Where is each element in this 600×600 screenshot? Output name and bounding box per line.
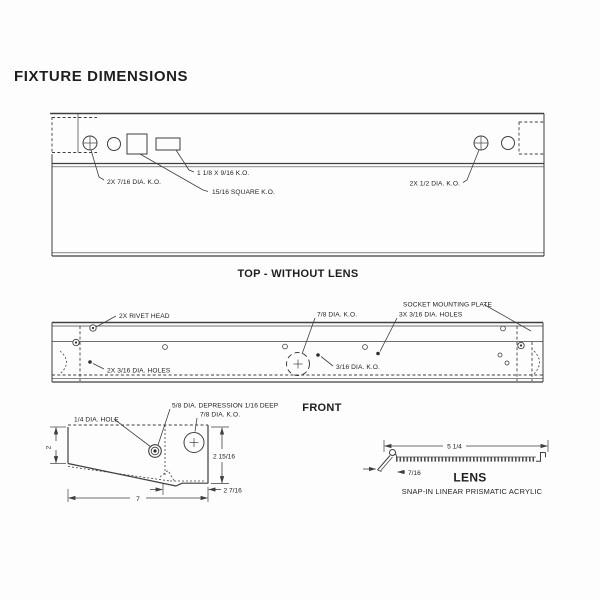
- leader-line: [157, 408, 171, 446]
- dim-lens-width: 5 1/4: [383, 440, 549, 452]
- front-view: 2X RIVET HEAD 7/8 DIA. K.O. 3X 3/16 DIA.…: [51, 302, 544, 414]
- hole-icon: [504, 360, 510, 366]
- dim-height-back: 2 15/16: [211, 426, 235, 484]
- rivet-icon: [72, 338, 80, 347]
- dim-text: 7/16: [408, 470, 421, 477]
- wireway-arc: [533, 350, 540, 375]
- hole-marker: [316, 353, 320, 357]
- dim-lens-lip: 7/16: [397, 470, 421, 477]
- square-knockout-icon: [126, 133, 148, 155]
- lens-view: 5 1/4 7/16 LENS SNAP-IN LINEAR PRISMATIC…: [363, 440, 549, 496]
- dim-text: 2 15/16: [213, 454, 235, 461]
- label-ko-square: 15/16 SQUARE K.O.: [212, 189, 275, 196]
- leader-line: [462, 149, 480, 183]
- round-hole-icon: [107, 137, 121, 151]
- label-rivet-head: 2X RIVET HEAD: [119, 313, 170, 320]
- knockout-78-icon: [286, 352, 310, 376]
- rect-knockout-icon: [155, 137, 181, 151]
- end-view-outline: [67, 424, 209, 487]
- lens-hook-icon: [536, 452, 546, 462]
- hole-icon: [282, 343, 288, 350]
- dim-height-front: 2: [46, 426, 66, 464]
- label-socket-plate: SOCKET MOUNTING PLATE: [403, 302, 493, 309]
- lens-curl-icon: [389, 449, 396, 456]
- dim-text: 2 7/16: [224, 488, 243, 495]
- hole-icon: [362, 344, 368, 350]
- lens-subcaption: SNAP-IN LINEAR PRISMATIC ACRYLIC: [402, 487, 543, 496]
- hole-icon: [497, 352, 503, 358]
- label-ko-78: 7/8 DIA. K.O.: [317, 312, 357, 319]
- rivet-icon: [89, 324, 97, 332]
- label-holes-2x316: 2X 3/16 DIA. HOLES: [107, 368, 171, 375]
- top-right-end-plate: [518, 121, 544, 155]
- top-left-end-plate: [52, 113, 97, 153]
- leader-line: [320, 356, 334, 367]
- dim-length: 7: [67, 487, 209, 503]
- leader-line: [483, 304, 532, 332]
- label-ko-118x916: 1 1/8 X 9/16 K.O.: [197, 170, 249, 177]
- leader-line: [194, 417, 198, 432]
- top-view-caption: TOP - WITHOUT LENS: [237, 268, 358, 280]
- hole-icon: [162, 344, 168, 350]
- dim-text: 2: [46, 445, 53, 449]
- label-ko-12: 2X 1/2 DIA. K.O.: [410, 181, 460, 188]
- hole-icon: [500, 325, 506, 332]
- leader-line: [301, 317, 316, 355]
- end-view: 2 2 15/16 7 2 7/16 1/4 DIA. HOLE 5/: [46, 403, 279, 503]
- top-view-outline: [50, 112, 545, 257]
- leader-line: [139, 153, 209, 192]
- front-view-caption: FRONT: [302, 402, 341, 414]
- rivet-icon: [517, 341, 525, 350]
- wireway-arc: [59, 350, 67, 375]
- front-view-outline: [51, 321, 544, 383]
- page-title: FIXTURE DIMENSIONS: [14, 68, 188, 85]
- leader-line: [90, 149, 105, 181]
- top-view: 2X 7/16 DIA. K.O. 1 1/8 X 9/16 K.O. 15/1…: [50, 112, 545, 280]
- label-ko-716: 2X 7/16 DIA. K.O.: [107, 179, 161, 186]
- round-hole-icon: [501, 136, 515, 150]
- knockout-12-right-icon: [473, 135, 489, 151]
- label-end-ko-78: 7/8 DIA. K.O.: [200, 412, 240, 419]
- leader-line: [95, 315, 117, 328]
- leader-line: [379, 317, 398, 352]
- dim-back-offset: 2 7/16: [150, 483, 242, 495]
- lens-caption: LENS: [453, 471, 486, 485]
- knockout-716-left-icon: [82, 135, 98, 151]
- leader-line: [175, 149, 195, 173]
- depression-hole-icon: [148, 444, 162, 458]
- hole-marker: [88, 360, 92, 364]
- label-depression: 5/8 DIA. DEPRESSION 1/16 DEEP: [172, 403, 279, 410]
- knockout-78-icon: [183, 432, 205, 453]
- label-holes-3x316: 3X 3/16 DIA. HOLES: [399, 312, 463, 319]
- label-ko-316: 3/16 DIA. K.O.: [336, 364, 380, 371]
- leader-line: [113, 418, 152, 448]
- leader-line: [92, 363, 105, 370]
- label-hole-14: 1/4 DIA. HOLE: [74, 417, 119, 424]
- lens-profile: [377, 449, 546, 472]
- dim-text: 7: [136, 496, 140, 503]
- dim-text: 5 1/4: [447, 444, 462, 451]
- hole-marker: [376, 351, 380, 356]
